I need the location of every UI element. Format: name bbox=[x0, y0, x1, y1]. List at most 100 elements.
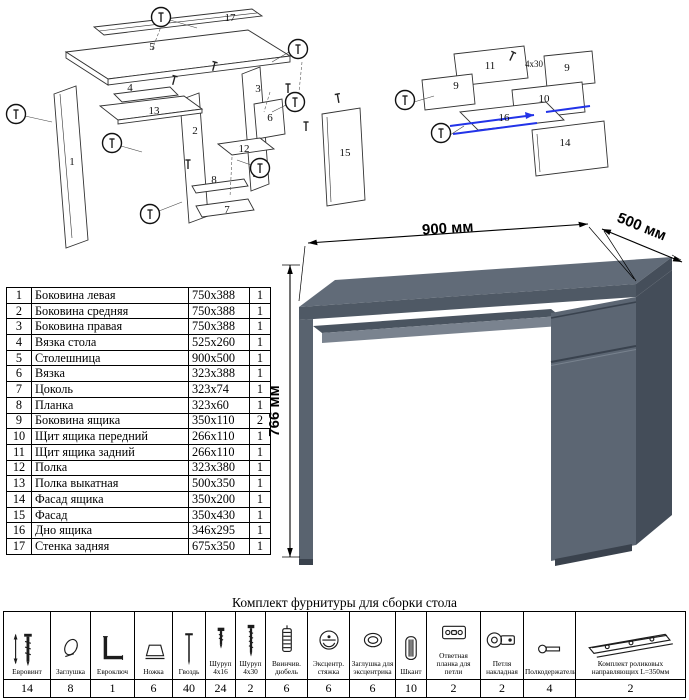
part-name: Фасад bbox=[31, 506, 189, 524]
height-dimension-label: 766 мм bbox=[268, 385, 283, 436]
part-number: 10 bbox=[6, 428, 32, 445]
hardware-cell: Шкант bbox=[395, 611, 427, 680]
part-number-label: 7 bbox=[224, 204, 230, 216]
part-number: 15 bbox=[6, 506, 32, 524]
hardware-cell: Шуруп 4x16 bbox=[205, 611, 236, 680]
hardware-item-qty: 2 bbox=[235, 678, 266, 698]
hardware-cell: Ножка bbox=[134, 611, 173, 680]
hardware-item-name: Шуруп 4x30 bbox=[239, 659, 262, 677]
hardware-cell: Эксцентр. стяжка bbox=[307, 611, 350, 680]
hardware-item-name: Гвоздь bbox=[178, 667, 200, 677]
part-size: 323x74 bbox=[188, 381, 250, 398]
hex-key-icon bbox=[102, 636, 123, 661]
part-size: 750x388 bbox=[188, 318, 250, 336]
hardware-item-name: Заглушка bbox=[55, 667, 86, 677]
part-name: Вязка bbox=[31, 365, 189, 383]
part-number-label: 4 bbox=[127, 82, 133, 94]
part-size: 750x388 bbox=[188, 287, 250, 304]
hardware-item-qty: 24 bbox=[205, 678, 236, 698]
desk-exploded-diagram: 1 2 3 4 5 6 7 8 12 13 15 17 bbox=[2, 2, 366, 249]
part-name: Полка bbox=[31, 459, 189, 477]
part-size: 675x350 bbox=[188, 538, 250, 555]
hardware-cell: Полкодержатель bbox=[523, 611, 576, 680]
part-number: 11 bbox=[6, 443, 32, 461]
part-name: Дно ящика bbox=[31, 522, 189, 539]
hinge-icon bbox=[486, 632, 515, 648]
nail-icon bbox=[185, 633, 193, 666]
fastener-callout-icon bbox=[396, 91, 415, 110]
part-number-label: 6 bbox=[267, 112, 273, 124]
screw-4x16-icon bbox=[217, 627, 224, 649]
hardware-item-name: Комплект роликовых направляющих L=350мм bbox=[591, 659, 670, 677]
fastener-callout-icon bbox=[141, 205, 160, 224]
part-number-label: 10 bbox=[539, 93, 551, 105]
threaded-dowel-icon bbox=[281, 625, 292, 653]
hardware-item-name: Заглушка для эксцентрика bbox=[351, 659, 394, 677]
fastener-callout-icon bbox=[289, 40, 308, 59]
part-qty: 1 bbox=[249, 443, 271, 461]
desk-render: 900 мм 500 мм 766 мм bbox=[268, 213, 683, 566]
part-name: Боковина ящика bbox=[31, 412, 189, 430]
part-number: 2 bbox=[6, 302, 32, 320]
fastener-callout-icon bbox=[432, 124, 451, 143]
screw-4x30-icon bbox=[247, 625, 254, 657]
hardware-cell: Заглушка bbox=[50, 611, 91, 680]
part-size: 266x110 bbox=[188, 443, 250, 461]
part-size: 323x380 bbox=[188, 459, 250, 477]
hardware-table: Евровинт Заглушка Евроключ Ножка bbox=[3, 611, 686, 698]
hardware-cell: Евровинт bbox=[3, 611, 51, 680]
part-number: 7 bbox=[6, 381, 32, 398]
drawer-front-gap bbox=[550, 345, 637, 363]
hardware-item-name: Эксцентр. стяжка bbox=[312, 659, 345, 677]
part-number: 14 bbox=[6, 490, 32, 508]
part-name: Щит ящика задний bbox=[31, 443, 189, 461]
depth-dimension-label: 500 мм bbox=[615, 213, 669, 244]
hardware-item-name: Шкант bbox=[400, 667, 422, 677]
hardware-item-name: Евроключ bbox=[96, 667, 129, 677]
hardware-item-qty: 6 bbox=[349, 678, 396, 698]
part-name: Боковина средняя bbox=[31, 302, 189, 320]
hinge-plate-icon bbox=[441, 625, 466, 640]
foot-icon bbox=[145, 644, 165, 660]
part-qty: 1 bbox=[249, 396, 271, 414]
part-number-label: 15 bbox=[340, 147, 352, 159]
fastener-callout-icon bbox=[152, 8, 171, 27]
part-size: 350x110 bbox=[188, 412, 250, 430]
hardware-kit-title: Комплект фурнитуры для сборки стола bbox=[232, 595, 457, 610]
cap-icon bbox=[64, 639, 78, 658]
hardware-item-name: Петля накладная bbox=[486, 659, 518, 677]
hardware-item-name: Ножка bbox=[143, 667, 164, 677]
part-number-label: 17 bbox=[225, 12, 237, 24]
hardware-item-qty: 6 bbox=[307, 678, 350, 698]
part-number-label: 9 bbox=[453, 80, 459, 92]
keyboard-tray bbox=[322, 316, 560, 343]
hardware-item-qty: 6 bbox=[265, 678, 308, 698]
part-name: Фасад ящика bbox=[31, 490, 189, 508]
part-name: Цоколь bbox=[31, 381, 189, 398]
part-number: 4 bbox=[6, 334, 32, 351]
desk-left-panel bbox=[299, 319, 313, 561]
part-number-label: 13 bbox=[149, 105, 161, 117]
hardware-item-qty: 8 bbox=[50, 678, 91, 698]
part-number: 1 bbox=[6, 287, 32, 304]
part-name: Боковина правая bbox=[31, 318, 189, 336]
hardware-item-qty: 10 bbox=[395, 678, 427, 698]
part-number-label: 5 bbox=[149, 41, 155, 53]
part-size: 500x350 bbox=[188, 475, 250, 492]
roller-guides-icon bbox=[587, 633, 673, 658]
part-name: Боковина левая bbox=[31, 287, 189, 304]
part-number: 5 bbox=[6, 349, 32, 367]
fastener-callout-icon bbox=[103, 134, 122, 153]
desk-pedestal bbox=[551, 297, 636, 561]
screw-size-note: 4x30 bbox=[525, 59, 544, 69]
fastener-callout-icon bbox=[251, 159, 270, 178]
